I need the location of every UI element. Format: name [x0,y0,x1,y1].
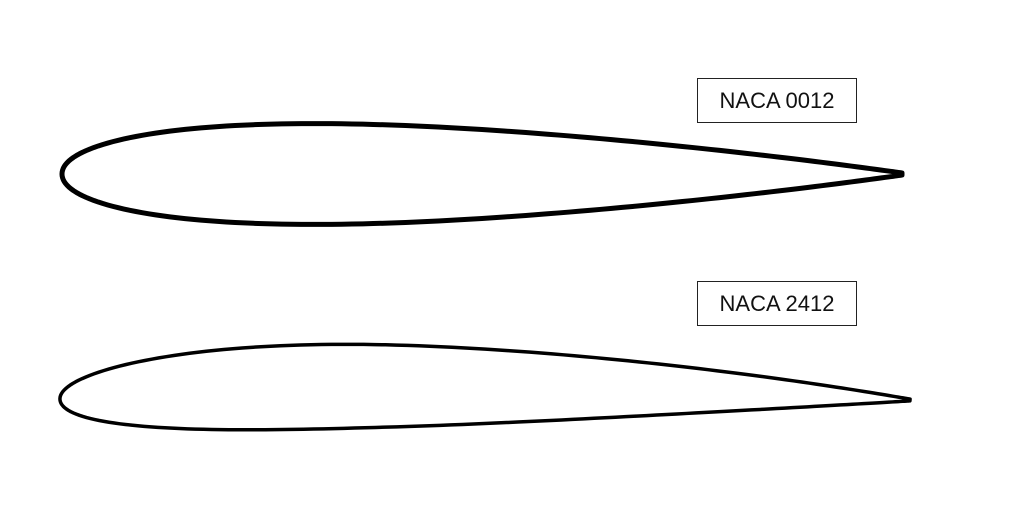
naca-0012-label: NACA 0012 [697,78,857,123]
naca-2412-airfoil-outline [58,342,912,432]
naca-2412-label: NACA 2412 [697,281,857,326]
naca-0012-airfoil-outline [59,121,905,227]
